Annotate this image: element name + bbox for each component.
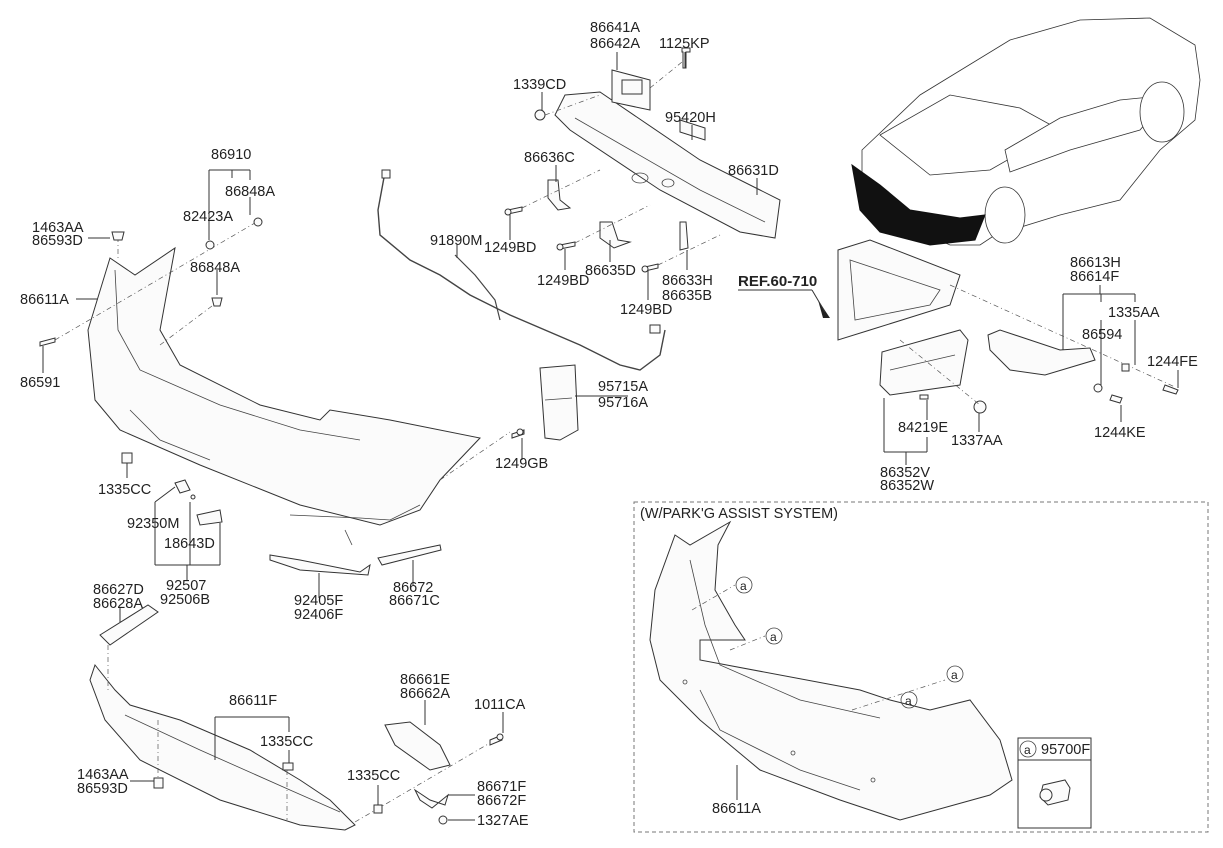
label-1249bd-2[interactable]: 1249BD (537, 273, 589, 289)
label-92350m[interactable]: 92350M (127, 516, 179, 532)
label-1125kp[interactable]: 1125KP (659, 36, 710, 52)
label-1463aa-1[interactable]: 1463AA (32, 220, 84, 236)
label-1339cd[interactable]: 1339CD (513, 77, 566, 93)
bumper-beam-group (534, 47, 781, 239)
highlighted-rear-bumper (851, 163, 986, 246)
inset-bumper-86611a (649, 520, 1013, 821)
label-86635b[interactable]: 86635B (662, 288, 712, 304)
label-1335cc-1[interactable]: 1335CC (98, 482, 151, 498)
bracket-86633h (679, 221, 689, 251)
marker-a-4 (900, 691, 918, 709)
label-92507[interactable]: 92507 (166, 578, 206, 594)
label-86593d-2[interactable]: 86593D (77, 781, 128, 797)
legend-box (1017, 737, 1092, 829)
label-1249bd-3[interactable]: 1249BD (620, 302, 672, 318)
label-86611a-1[interactable]: 86611A (20, 292, 69, 308)
lamp-86661e (384, 721, 451, 771)
bracket-86635d (599, 221, 632, 249)
label-86848a-1[interactable]: 86848A (225, 184, 275, 200)
label-84219e[interactable]: 84219E (898, 420, 948, 436)
label-1335cc-2[interactable]: 1335CC (260, 734, 313, 750)
label-86613h[interactable]: 86613H (1070, 255, 1121, 271)
label-1337aa[interactable]: 1337AA (951, 433, 1003, 449)
label-86611f[interactable]: 86611F (229, 693, 277, 709)
label-86661e[interactable]: 86661E (400, 672, 450, 688)
label-86848a-2[interactable]: 86848A (190, 260, 240, 276)
marker-a-1-text: a (740, 579, 747, 593)
strip-86672 (377, 544, 442, 566)
module-95715a (539, 364, 579, 441)
park-assist-inset (633, 501, 1209, 833)
label-92406f[interactable]: 92406F (294, 607, 343, 623)
label-86594[interactable]: 86594 (1082, 327, 1122, 343)
body-panel-ref (837, 239, 961, 341)
bolts-1249bd (504, 206, 659, 273)
label-86593d-1[interactable]: 86593D (32, 233, 83, 249)
label-86611a-2[interactable]: 86611A (712, 801, 761, 817)
label-1463aa-2[interactable]: 1463AA (77, 767, 129, 783)
label-86672[interactable]: 86672 (393, 580, 433, 596)
inset-title: (W/PARK'G ASSIST SYSTEM) (640, 506, 838, 522)
label-86910[interactable]: 86910 (211, 147, 251, 163)
label-1249gb[interactable]: 1249GB (495, 456, 548, 472)
label-86352w[interactable]: 86352W (880, 478, 934, 494)
label-86635d[interactable]: 86635D (585, 263, 636, 279)
marker-a-3-text: a (951, 668, 958, 682)
label-1327ae[interactable]: 1327AE (477, 813, 529, 829)
label-1335aa[interactable]: 1335AA (1108, 305, 1160, 321)
label-1244ke[interactable]: 1244KE (1094, 425, 1146, 441)
legend-marker: a (1024, 743, 1031, 757)
label-92506b[interactable]: 92506B (160, 592, 210, 608)
marker-a-2-text: a (770, 630, 777, 644)
label-95420h[interactable]: 95420H (665, 110, 716, 126)
label-86633h[interactable]: 86633H (662, 273, 713, 289)
label-95716a[interactable]: 95716A (598, 395, 648, 411)
label-86662a[interactable]: 86662A (400, 686, 450, 702)
wire-harness-91890m (377, 171, 666, 371)
label-86671c[interactable]: 86671C (389, 593, 440, 609)
marker-a-3 (946, 665, 964, 683)
label-86591[interactable]: 86591 (20, 375, 60, 391)
label-86672f[interactable]: 86672F (477, 793, 526, 809)
leader-lines (42, 52, 1179, 821)
label-86636c[interactable]: 86636C (524, 150, 575, 166)
label-86642a[interactable]: 86642A (590, 36, 640, 52)
lower-diffuser-86611f (89, 604, 356, 831)
label-1244fe[interactable]: 1244FE (1147, 354, 1198, 370)
reference-car-illustration (851, 17, 1201, 246)
bracket-86613h (987, 329, 1096, 376)
label-86641a[interactable]: 86641A (590, 20, 640, 36)
label-86627d[interactable]: 86627D (93, 582, 144, 598)
label-86631d[interactable]: 86631D (728, 163, 779, 179)
label-1335cc-3[interactable]: 1335CC (347, 768, 400, 784)
strip-92405f (269, 554, 371, 576)
label-95715a[interactable]: 95715A (598, 379, 648, 395)
label-86671f[interactable]: 86671F (477, 779, 526, 795)
label-86614f[interactable]: 86614F (1070, 269, 1119, 285)
label-ref-60-710[interactable]: REF.60-710 (738, 273, 817, 290)
marker-a-4-text: a (905, 694, 912, 708)
label-86352v[interactable]: 86352V (880, 465, 930, 481)
marker-a-1 (735, 576, 753, 594)
label-1011ca[interactable]: 1011CA (474, 697, 526, 713)
label-1249bd-1[interactable]: 1249BD (484, 240, 536, 256)
label-92405f[interactable]: 92405F (294, 593, 343, 609)
rear-bumper-86611a (87, 246, 481, 546)
label-86628a[interactable]: 86628A (93, 596, 143, 612)
marker-a-2 (765, 627, 783, 645)
label-91890m[interactable]: 91890M (430, 233, 482, 249)
legend-part-95700f[interactable]: 95700F (1041, 742, 1090, 758)
bracket-86636c (547, 179, 572, 211)
label-82423a[interactable]: 82423A (183, 209, 233, 225)
part-labels: 86641A 86642A 1125KP 1339CD 95420H 86636… (20, 20, 1198, 829)
label-18643d[interactable]: 18643D (164, 536, 215, 552)
